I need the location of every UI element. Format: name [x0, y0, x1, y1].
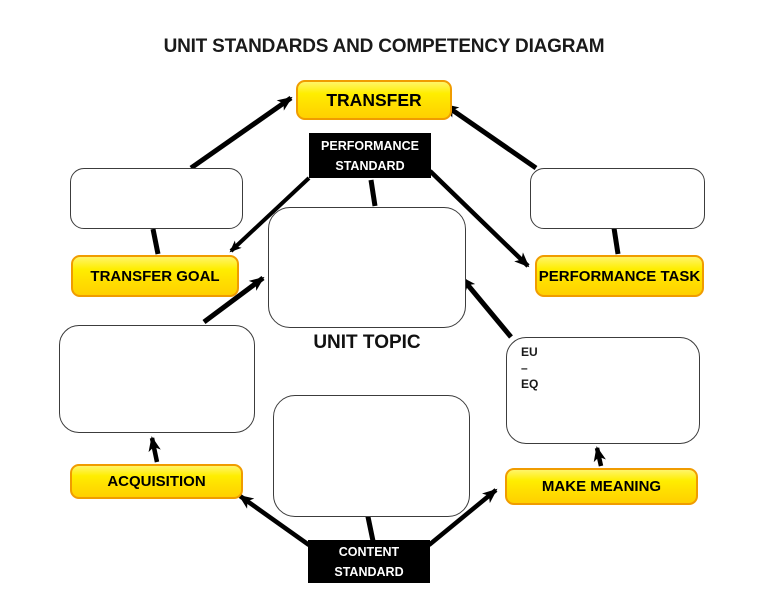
content-standard-line1: CONTENT	[338, 544, 400, 559]
connector-acquisition-to-left-middle	[148, 436, 161, 463]
eq-label: EQ	[521, 377, 539, 392]
connector-eu-eq-to-unit-topic	[460, 276, 513, 339]
make-meaning-label: MAKE MEANING	[541, 478, 662, 495]
transfer-box: TRANSFER	[296, 80, 452, 120]
acquisition-box: ACQUISITION	[70, 464, 243, 499]
unit-topic-label: UNIT TOPIC	[313, 332, 421, 353]
make-meaning-box: MAKE MEANING	[505, 468, 698, 505]
eu-eq-text: EU – EQ	[521, 344, 538, 393]
page-title: UNIT STANDARDS AND COMPETENCY DIAGRAM	[163, 36, 605, 57]
bottom-note-box	[273, 395, 470, 517]
content-standard-line2: STANDARD	[334, 564, 404, 579]
connector-make-meaning-to-eu-eq	[593, 446, 606, 467]
performance-standard-line1: PERFORMANCE	[321, 138, 419, 153]
performance-task-box: PERFORMANCE TASK	[535, 255, 704, 297]
connector-left-upper-to-transfer-goal	[150, 228, 161, 255]
acquisition-label: ACQUISITION	[107, 473, 206, 490]
transfer-label: TRANSFER	[326, 89, 422, 110]
content-standard-box: CONTENT STANDARD	[308, 540, 430, 583]
right-upper-note-box	[530, 168, 705, 229]
connector-right-upper-to-transfer	[443, 102, 538, 171]
transfer-goal-box: TRANSFER GOAL	[71, 255, 239, 297]
transfer-goal-label: TRANSFER GOAL	[90, 267, 220, 285]
connector-perf-standard-to-unit-topic	[368, 179, 378, 207]
left-middle-note-box	[59, 325, 255, 433]
performance-standard-box: PERFORMANCE STANDARD	[309, 133, 431, 178]
eu-eq-box	[506, 337, 700, 444]
unit-topic-box	[268, 207, 466, 328]
connector-right-upper-to-perf-task	[611, 227, 621, 255]
performance-standard-line2: STANDARD	[335, 158, 405, 173]
eu-label: EU	[521, 345, 538, 359]
performance-task-label: PERFORMANCE TASK	[538, 267, 701, 285]
left-upper-note-box	[70, 168, 243, 229]
connector-left-upper-to-transfer	[189, 95, 293, 171]
eu-eq-dash: –	[521, 361, 528, 376]
